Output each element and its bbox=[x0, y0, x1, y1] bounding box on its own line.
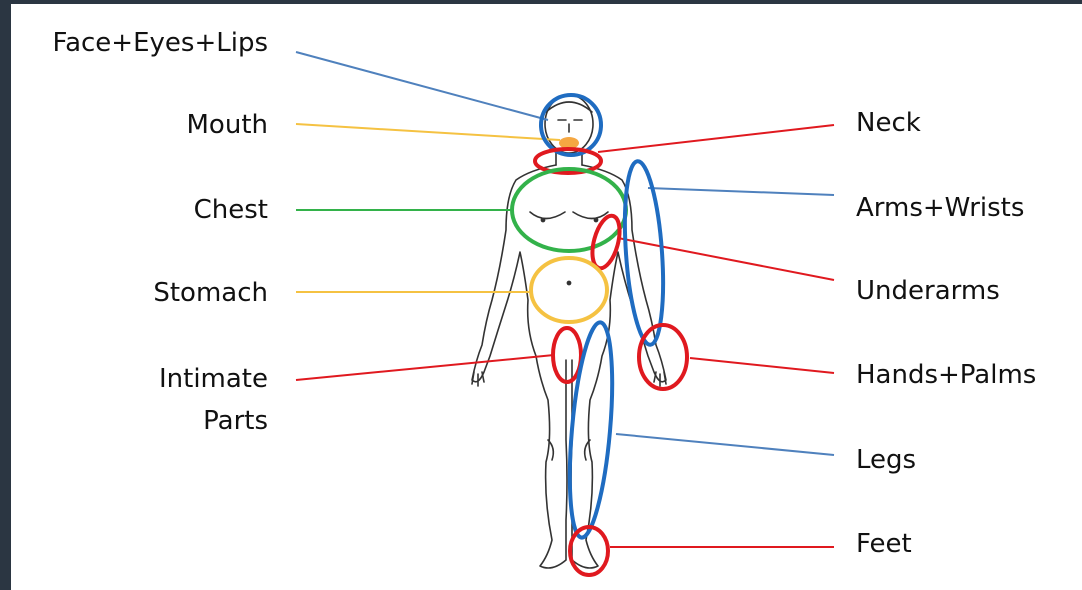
leader-legs bbox=[616, 434, 834, 455]
label-neck: Neck bbox=[856, 102, 921, 144]
label-mouth: Mouth bbox=[8, 104, 268, 146]
leader-mouth bbox=[296, 124, 560, 140]
label-chest: Chest bbox=[8, 189, 268, 231]
intimate-marker bbox=[553, 328, 581, 382]
leader-lines bbox=[296, 52, 834, 547]
label-underarms: Underarms bbox=[856, 270, 1000, 312]
hands-marker bbox=[639, 325, 687, 389]
leader-hands bbox=[690, 358, 834, 373]
label-intimate: Intimate Parts bbox=[8, 358, 268, 442]
leader-face bbox=[296, 52, 548, 120]
label-legs: Legs bbox=[856, 439, 916, 481]
label-stomach: Stomach bbox=[8, 272, 268, 314]
label-feet: Feet bbox=[856, 523, 912, 565]
leader-intimate bbox=[296, 355, 554, 380]
chest-marker bbox=[512, 169, 626, 251]
label-hands: Hands+Palms bbox=[856, 354, 1036, 396]
label-arms: Arms+Wrists bbox=[856, 187, 1024, 229]
label-face: Face+Eyes+Lips bbox=[8, 22, 268, 64]
leader-underarms bbox=[618, 238, 834, 280]
stomach-marker bbox=[531, 258, 607, 322]
leader-arms bbox=[648, 188, 834, 195]
region-markers bbox=[512, 95, 687, 575]
leader-neck bbox=[598, 125, 834, 152]
